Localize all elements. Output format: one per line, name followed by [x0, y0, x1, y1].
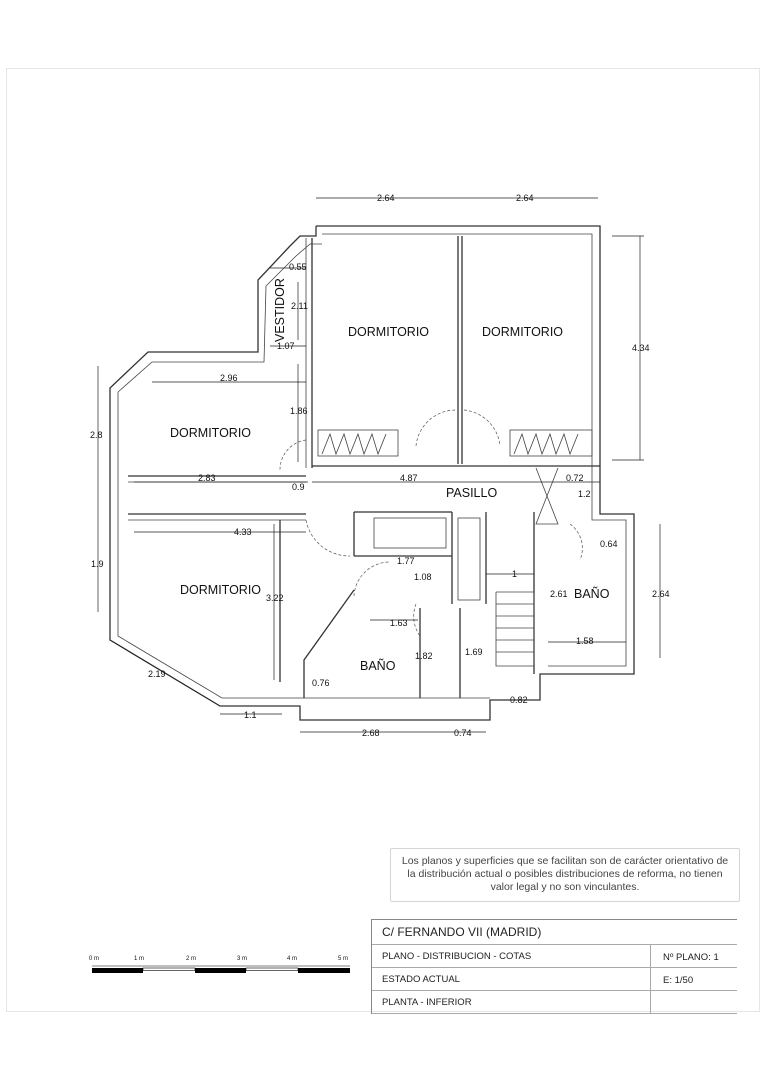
drawing-sheet	[6, 68, 760, 1012]
dim-182: 1.82	[415, 651, 433, 661]
dim-055: 0.55	[289, 262, 307, 272]
dim-28: 2.8	[90, 430, 103, 440]
room-label-bano-2: BAÑO	[574, 587, 610, 601]
scale-label-0: 0 m	[89, 956, 99, 962]
dim-right-434: 4.34	[632, 343, 650, 353]
room-label-dormitorio-4: DORMITORIO	[180, 583, 261, 597]
disclaimer-note: Los planos y superficies que se facilita…	[390, 848, 740, 902]
escala-cell: E: 1/50	[650, 968, 739, 990]
dim-211: 2.11	[291, 301, 308, 311]
dim-219: 2.19	[148, 669, 166, 679]
title-block-estado-row: ESTADO ACTUAL E: 1/50	[372, 968, 737, 991]
scale-bar: 0 m 1 m 2 m 3 m 4 m 5 m	[89, 956, 350, 973]
dim-268: 2.68	[362, 728, 380, 738]
dim-right-264: 2.64	[652, 589, 670, 599]
dim-433: 4.33	[234, 527, 252, 537]
title-block-address-row: C/ FERNANDO VII (MADRID)	[372, 919, 737, 945]
scale-label-4: 4 m	[287, 956, 297, 962]
dim-283: 2.83	[198, 473, 216, 483]
dim-top-a: 2.64	[377, 193, 395, 203]
room-label-vestidor: VESTIDOR	[273, 278, 287, 342]
planta-text: PLANTA - INFERIOR	[382, 997, 472, 1008]
dim-322: 3.22	[266, 593, 284, 603]
scale-label-1: 1 m	[134, 956, 144, 962]
dim-082: 0.82	[510, 695, 528, 705]
interior-walls	[128, 236, 600, 698]
dim-261: 2.61	[550, 589, 568, 599]
plano-number-text: Nº PLANO: 1	[663, 952, 719, 963]
address-text: C/ FERNANDO VII (MADRID)	[382, 925, 542, 939]
empty-cell	[650, 991, 739, 1013]
dim-169: 1.69	[465, 647, 483, 657]
title-block: C/ FERNANDO VII (MADRID) PLANO - DISTRIB…	[371, 919, 737, 1014]
dim-487: 4.87	[400, 473, 418, 483]
dim-296: 2.96	[220, 373, 238, 383]
room-label-bano-1: BAÑO	[360, 659, 396, 673]
room-label-dormitorio-3: DORMITORIO	[170, 426, 251, 440]
dim-064: 0.64	[600, 539, 618, 549]
dim-top-b: 2.64	[516, 193, 534, 203]
dim-074: 0.74	[454, 728, 472, 738]
dim-108: 1.08	[414, 572, 432, 582]
dimension-lines	[97, 197, 661, 733]
dim-163: 1.63	[390, 618, 408, 628]
dim-11: 1.1	[244, 710, 257, 720]
plano-number-cell: Nº PLANO: 1	[650, 945, 739, 967]
door-swings	[279, 409, 583, 637]
title-block-planta-row: PLANTA - INFERIOR	[372, 991, 737, 1014]
disclaimer-line-2: la distribución actual o posibles distri…	[407, 868, 723, 880]
room-label-pasillo: PASILLO	[446, 486, 497, 500]
dim-177: 1.77	[397, 556, 415, 566]
dim-107: 1.07	[277, 341, 295, 351]
dim-072: 0.72	[566, 473, 584, 483]
disclaimer-line-1: Los planos y superficies que se facilita…	[401, 855, 729, 867]
dim-076: 0.76	[312, 678, 330, 688]
title-block-plano-row: PLANO - DISTRIBUCION - COTAS Nº PLANO: 1	[372, 945, 737, 968]
outer-walls	[109, 225, 635, 721]
dim-186: 1.86	[290, 406, 308, 416]
room-label-dormitorio-1: DORMITORIO	[348, 325, 429, 339]
dim-1: 1	[512, 569, 517, 579]
scale-label-2: 2 m	[186, 956, 196, 962]
escala-text: E: 1/50	[663, 975, 694, 986]
dim-19: 1.9	[91, 559, 104, 569]
dim-12: 1.2	[578, 489, 591, 499]
scale-label-5: 5 m	[338, 956, 348, 962]
dim-158: 1.58	[576, 636, 594, 646]
room-label-dormitorio-2: DORMITORIO	[482, 325, 563, 339]
estado-text: ESTADO ACTUAL	[382, 974, 460, 985]
disclaimer-line-3: valor legal y no son vinculantes.	[490, 881, 640, 893]
scale-label-3: 3 m	[237, 956, 247, 962]
dim-09: 0.9	[292, 482, 305, 492]
plano-text: PLANO - DISTRIBUCION - COTAS	[382, 951, 532, 962]
